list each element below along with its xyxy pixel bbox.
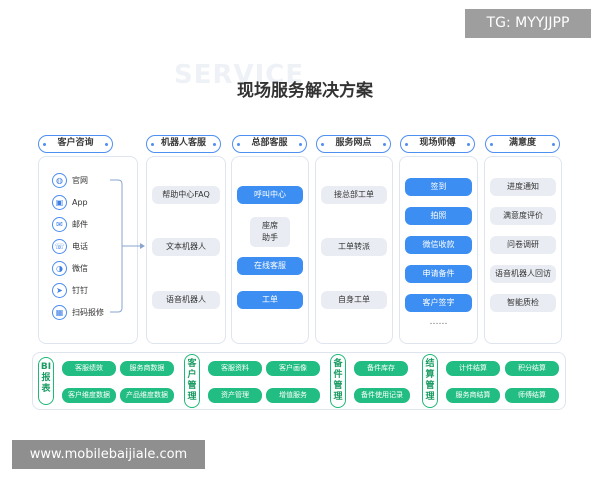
label-char: BI [40,362,52,372]
header-hq-service: 总部客服 [232,135,307,153]
label-char: 件 [333,370,343,380]
header-customer-consult: 客户咨询 [38,135,113,153]
outlet-receive-ticket[interactable]: 接总部工单 [321,186,387,204]
sat-progress-notice[interactable]: 进度通知 [490,178,556,196]
label-char: 表 [41,384,51,394]
sat-survey[interactable]: 问卷调研 [490,236,556,254]
channel-label: 电话 [72,241,88,251]
settle-technician[interactable]: 师傅结算 [505,388,559,403]
label-char: 结 [425,359,435,369]
label-char: 算 [425,370,435,380]
label-char: 备 [333,359,343,369]
tech-photo[interactable]: 拍照 [405,207,472,225]
hq-ticket[interactable]: 工单 [237,291,303,309]
tech-sign-in[interactable]: 签到 [405,178,472,196]
hq-seat-assistant[interactable]: 座席 助手 [250,217,290,247]
background-word: SERVICE [174,60,305,90]
channel-label: App [72,197,88,207]
header-service-outlet: 服务网点 [316,135,391,153]
label-char: 理 [187,392,197,402]
label-char: 客 [187,359,197,369]
mail-icon: ✉ [52,216,67,232]
settle-piecework[interactable]: 计件结算 [446,361,500,376]
channel-label: 官网 [72,175,88,185]
label-char: 理 [333,392,343,402]
channel-phone[interactable]: ☏ 电话 [52,238,88,254]
channel-label: 扫码报修 [72,307,104,317]
tech-apply-parts[interactable]: 申请备件 [405,265,472,283]
channel-app[interactable]: ▣ App [52,194,88,210]
channel-wechat[interactable]: ◑ 微信 [52,260,88,276]
label-char: 管 [187,381,197,391]
label-char: 报 [41,373,51,383]
cust-assets[interactable]: 资产管理 [208,388,262,403]
cust-profile[interactable]: 客服资料 [208,361,262,376]
sat-voice-callback[interactable]: 语音机器人回访 [490,265,556,283]
header-satisfaction: 满意度 [485,135,560,153]
qrcode-icon: ▦ [52,304,67,320]
robot-faq[interactable]: 帮助中心FAQ [152,186,220,204]
header-robot-service: 机器人客服 [146,135,221,153]
settle-points[interactable]: 积分结算 [505,361,559,376]
channel-qrcode[interactable]: ▦ 扫码报修 [52,304,104,320]
label-char: 管 [333,381,343,391]
channel-label: 邮件 [72,219,88,229]
dingtalk-icon: ➤ [52,282,67,298]
outlet-transfer-ticket[interactable]: 工单转派 [321,238,387,256]
tech-wechat-pay[interactable]: 微信收款 [405,236,472,254]
wechat-icon: ◑ [52,260,67,276]
tech-customer-sign[interactable]: 客户签字 [405,294,472,312]
page-title: 现场服务解决方案 [237,81,373,101]
sat-rating[interactable]: 满意度评价 [490,207,556,225]
phone-icon: ☏ [52,238,67,254]
label-char: 户 [187,370,197,380]
bi-product-data[interactable]: 产品维度数据 [120,388,174,403]
outlet-own-ticket[interactable]: 自身工单 [321,291,387,309]
app-icon: ▣ [52,194,67,210]
channel-label: 钉钉 [72,285,88,295]
hq-assistant-line2: 助手 [262,233,278,242]
sat-smart-qc[interactable]: 智能质检 [490,294,556,312]
parts-usage-record[interactable]: 备件使用记录 [354,388,410,403]
hq-assistant-line1: 座席 [262,221,278,230]
channel-label: 微信 [72,263,88,273]
label-settlement-mgmt: 结 算 管 理 [422,354,438,408]
robot-voice[interactable]: 语音机器人 [152,291,220,309]
cust-portrait[interactable]: 客户画像 [266,361,320,376]
label-customer-mgmt: 客 户 管 理 [184,354,200,408]
label-bi-reports: BI 报 表 [38,357,54,405]
hq-call-center[interactable]: 呼叫中心 [237,186,303,204]
channel-website[interactable]: ◍ 官网 [52,172,88,188]
bi-provider-data[interactable]: 服务商数据 [120,361,174,376]
cust-value-added[interactable]: 增值服务 [266,388,320,403]
bi-customer-data[interactable]: 客户维度数据 [62,388,116,403]
watermark-top-right: TG: MYYJJPP [465,9,591,38]
channel-dingtalk[interactable]: ➤ 钉钉 [52,282,88,298]
globe-icon: ◍ [52,172,67,188]
hq-online-service[interactable]: 在线客服 [237,257,303,275]
watermark-bottom-left: www.mobilebaijiale.com [12,440,205,469]
header-technician: 现场师傅 [400,135,475,153]
label-char: 管 [425,381,435,391]
bi-agent-performance[interactable]: 客服绩效 [62,361,116,376]
settle-provider[interactable]: 服务商结算 [446,388,500,403]
robot-text[interactable]: 文本机器人 [152,238,220,256]
label-char: 理 [425,392,435,402]
channel-mail[interactable]: ✉ 邮件 [52,216,88,232]
parts-inventory[interactable]: 备件库存 [354,361,408,376]
label-parts-mgmt: 备 件 管 理 [330,354,346,408]
tech-more-dots: …… [429,317,448,327]
